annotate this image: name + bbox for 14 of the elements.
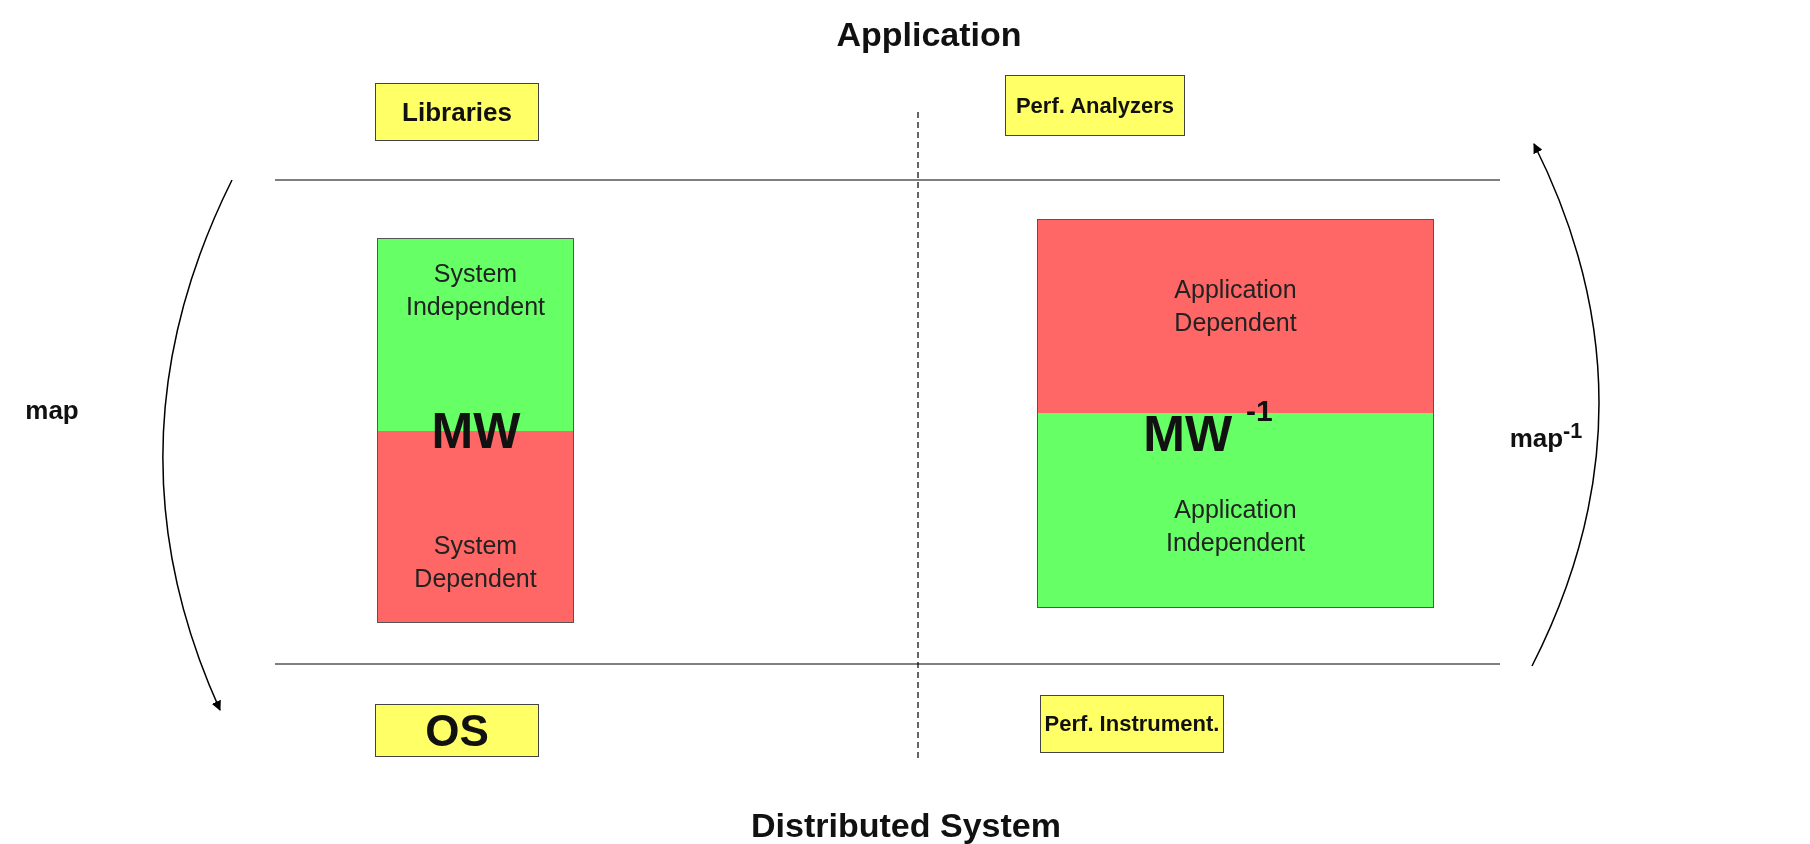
layer-box: Libraries [375, 83, 539, 141]
middleware-block [377, 238, 574, 623]
arrow-label: map$^{-1}$ [1509, 417, 1583, 455]
layer-title: Application [836, 14, 1022, 54]
layer-box: Perf. Instrument. [1040, 695, 1224, 753]
section-text: System Dependent [413, 529, 538, 594]
section-text: Application Dependent [1173, 273, 1298, 338]
middleware-block [1037, 219, 1434, 608]
section-text: System Independent [405, 257, 546, 322]
layer-box: Perf. Analyzers [1005, 75, 1185, 136]
layer-box: OS [375, 704, 539, 757]
arrow-label: map [25, 394, 79, 426]
section-text: Application Independent [1165, 493, 1306, 558]
layer-title: Distributed System [751, 805, 1061, 844]
